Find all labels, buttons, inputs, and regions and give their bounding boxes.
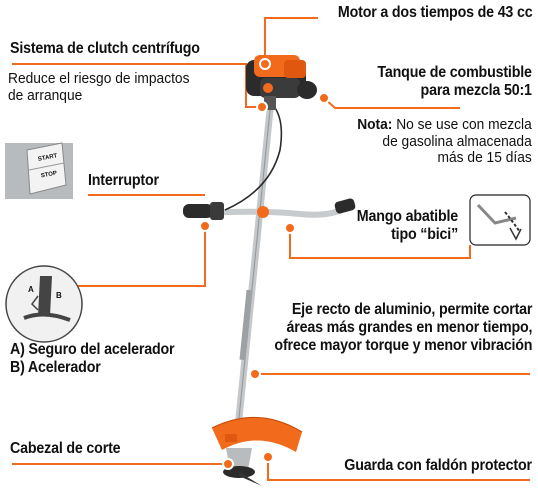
anchor-dot-handle	[284, 222, 296, 234]
note-bold: Nota:	[357, 117, 393, 133]
label-clutch-title: Sistema de clutch centrífugo	[10, 40, 200, 57]
throttle-line-a: A) Seguro del acelerador	[10, 341, 175, 358]
tank-line-1: Tanque de combustible	[377, 64, 533, 81]
label-shaft: Eje recto de aluminio, permite cortar ár…	[274, 301, 532, 354]
anchor-dot-tank	[318, 92, 330, 104]
anchor-dot-switch	[199, 220, 211, 232]
anchor-dot-motor	[259, 58, 271, 70]
inset-label-b: B	[56, 291, 62, 300]
switch-inset	[5, 142, 73, 199]
bike-handlebar	[197, 205, 348, 218]
throttle-inset	[5, 265, 83, 343]
label-clutch-desc: Reduce el riesgo de impactos de arranque	[8, 71, 189, 104]
anchor-dot-shaft	[249, 368, 261, 380]
tank-line-2: para mezcla 50:1	[420, 81, 532, 99]
label-guard: Guarda con faldón protector	[344, 457, 532, 474]
leader-motor	[264, 17, 318, 64]
note-line-3: más de 15 días	[437, 150, 532, 167]
label-note: Nota: No se use con mezcla de gasolina a…	[357, 117, 532, 167]
protective-guard	[212, 417, 302, 452]
label-handle: Mango abatible tipo “bici”	[357, 208, 458, 244]
throttle-line-b: B) Acelerador	[10, 358, 101, 376]
anchor-dot-head	[222, 458, 234, 470]
label-motor: Motor a dos tiempos de 43 cc	[337, 4, 532, 21]
anchor-dot-guard	[262, 451, 274, 463]
label-cutting-head: Cabezal de corte	[10, 440, 121, 457]
leader-handle	[289, 228, 471, 259]
inset-label-a: A	[28, 285, 34, 294]
engine-block	[246, 55, 317, 110]
note-line-1: Nota: No se use con mezcla	[357, 117, 532, 134]
label-switch: Interruptor	[88, 172, 159, 189]
clutch-desc-line-2: de arranque	[8, 87, 83, 104]
label-throttle: A) Seguro del acelerador B) Acelerador	[10, 341, 175, 377]
handle-inset	[469, 194, 531, 246]
handle-line-2: tipo “bici”	[391, 225, 458, 243]
leader-throttle	[78, 226, 206, 287]
clutch-desc-line-1: Reduce el riesgo de impactos	[8, 71, 190, 87]
note-line-1-text: No se use con mezcla	[392, 117, 532, 133]
handle-line-1: Mango abatible	[356, 208, 458, 225]
shaft-line-3: ofrece mayor torque y menor vibración	[274, 336, 532, 354]
label-fuel-tank: Tanque de combustible para mezcla 50:1	[377, 64, 533, 100]
shaft-line-1: Eje recto de aluminio, permite cortar	[291, 301, 533, 318]
anchor-dot-clutch	[256, 101, 268, 113]
shaft-line-2: áreas más grandes en menor tiempo,	[286, 318, 532, 336]
note-line-2: de gasolina almacenada	[382, 133, 532, 150]
leader-guard	[267, 457, 530, 481]
